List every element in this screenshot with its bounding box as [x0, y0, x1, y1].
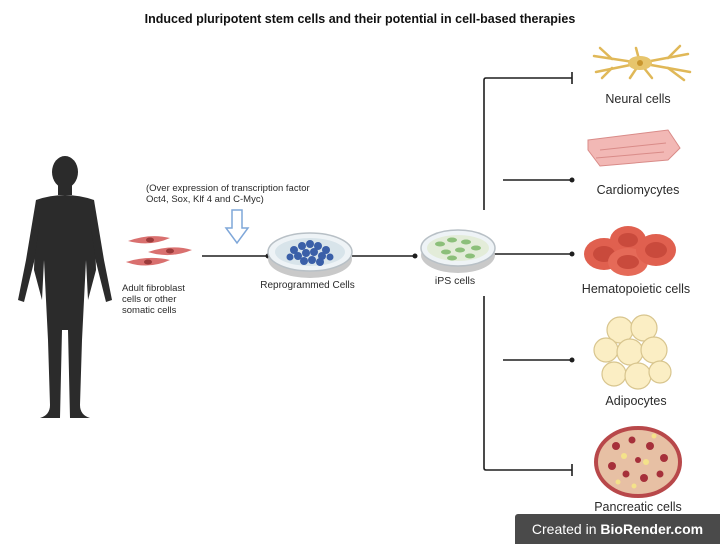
- reprogrammed-cells-label: Reprogrammed Cells: [260, 280, 355, 291]
- transcription-note-line: (Over expression of transcription factor: [146, 183, 310, 194]
- adipocytes-icon: [593, 314, 672, 390]
- biorender-watermark[interactable]: Created in BioRender.com: [515, 514, 720, 544]
- adipocytes-label: Adipocytes: [605, 394, 667, 408]
- pancreatic-cells-label: Pancreatic cells: [594, 500, 682, 514]
- watermark-brand: BioRender.com: [600, 521, 704, 537]
- fibroblast-cells-icon: [126, 236, 192, 266]
- watermark-prefix: Created in: [531, 521, 601, 537]
- source-cells-label: Adult fibroblast cells or other somatic …: [122, 283, 185, 316]
- red-blood-cells-icon: [584, 226, 676, 276]
- petri-dish-reprogrammed-icon: [267, 232, 353, 278]
- connector-dots: [265, 177, 575, 363]
- page-title: Induced pluripotent stem cells and their…: [144, 12, 576, 26]
- cardiomyocyte-icon: [587, 129, 681, 167]
- transcription-note: (Over expression of transcription factor…: [146, 183, 310, 205]
- human-silhouette-icon: [18, 156, 112, 418]
- transcription-note-line: Oct4, Sox, Klf 4 and C-Myc): [146, 194, 264, 205]
- cardiomyocytes-label: Cardiomycytes: [596, 183, 680, 197]
- hematopoietic-cells-label: Hematopoietic cells: [581, 282, 691, 296]
- neural-cells-label: Neural cells: [605, 92, 671, 106]
- pancreatic-tissue-icon: [594, 426, 682, 498]
- connector-lines: [202, 77, 572, 471]
- ips-cells-label: iPS cells: [434, 275, 476, 287]
- source-label-line: Adult fibroblast: [122, 283, 185, 294]
- source-label-line: cells or other: [122, 294, 177, 305]
- neuron-icon: [592, 44, 692, 82]
- down-arrow-icon: [224, 209, 250, 245]
- petri-dish-ips-icon: [420, 229, 496, 273]
- source-label-line: somatic cells: [122, 305, 177, 316]
